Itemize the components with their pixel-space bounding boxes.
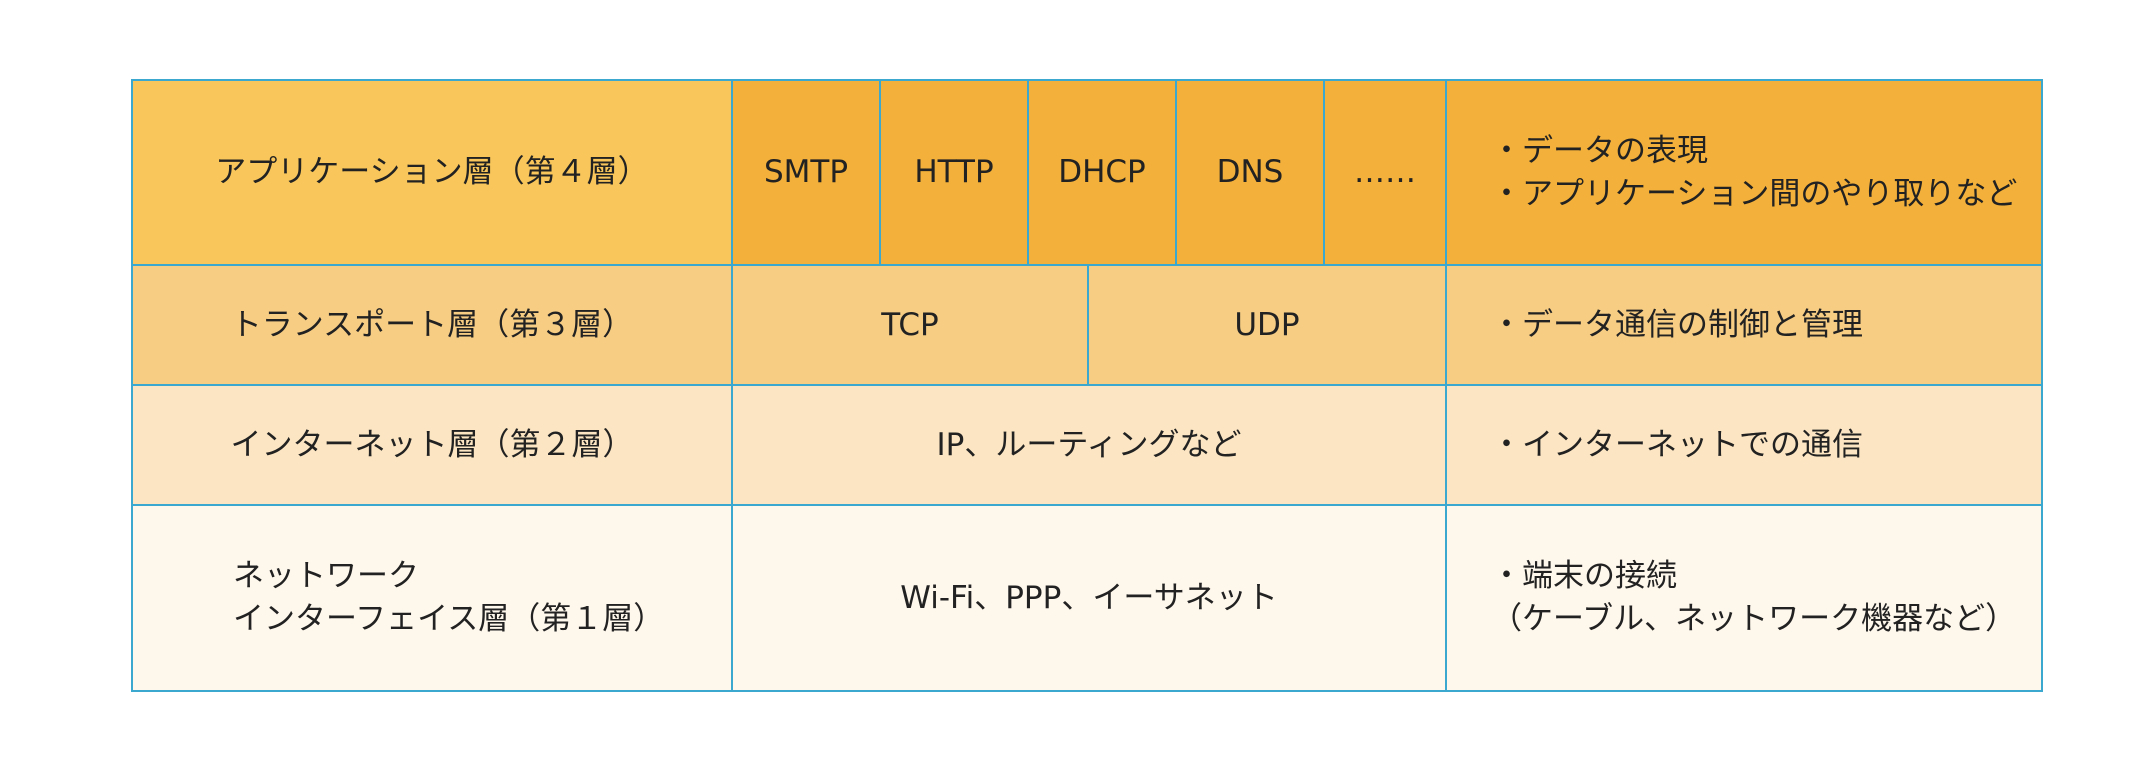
protocol-cell-smtp: SMTP xyxy=(731,79,881,266)
protocol-cell-ip: IP、ルーティングなど xyxy=(731,384,1447,506)
layer1-name-line-1: ネットワーク xyxy=(233,558,419,594)
layer1-description-cell: ・端末の接続 （ケーブル、ネットワーク機器など） xyxy=(1445,504,2043,692)
layer2-name-cell: インターネット層（第２層） xyxy=(131,384,733,506)
layer2-name: インターネット層（第２層） xyxy=(230,426,634,463)
protocol-ip: IP、ルーティングなど xyxy=(936,426,1242,463)
protocol-http: HTTP xyxy=(914,154,994,190)
layer1-name-line-2: インターフェイス層（第１層） xyxy=(233,601,665,637)
protocol-cell-link: Wi-Fi、PPP、イーサネット xyxy=(731,504,1447,692)
protocol-cell-udp: UDP xyxy=(1087,264,1447,386)
protocol-dns: DNS xyxy=(1216,154,1284,190)
protocol-dhcp: DHCP xyxy=(1058,154,1146,190)
protocol-udp: UDP xyxy=(1234,306,1300,343)
layer3-name-cell: トランスポート層（第３層） xyxy=(131,264,733,386)
layer4-description-cell: ・データの表現 ・アプリケーション間のやり取りなど xyxy=(1445,79,2043,266)
layer2-description-cell: ・インターネットでの通信 xyxy=(1445,384,2043,506)
protocol-tcp: TCP xyxy=(881,306,939,343)
protocol-cell-more: …… xyxy=(1323,79,1447,266)
layer3-description: ・データ通信の制御と管理 xyxy=(1491,306,1863,343)
tcpip-layer-table: アプリケーション層（第４層） SMTP HTTP DHCP DNS …… ・デー… xyxy=(131,79,2043,692)
layer4-name-cell: アプリケーション層（第４層） xyxy=(131,79,733,266)
layer4-description-line-2: ・アプリケーション間のやり取りなど xyxy=(1491,175,2018,212)
protocol-cell-tcp: TCP xyxy=(731,264,1089,386)
layer1-description-line-2: （ケーブル、ネットワーク機器など） xyxy=(1491,601,2017,637)
protocol-cell-http: HTTP xyxy=(879,79,1029,266)
protocol-cell-dhcp: DHCP xyxy=(1027,79,1177,266)
layer4-name: アプリケーション層（第４層） xyxy=(215,154,649,190)
layer3-name: トランスポート層（第３層） xyxy=(230,306,634,343)
layer1-description-line-1: ・端末の接続 xyxy=(1491,558,1677,594)
protocol-link: Wi-Fi、PPP、イーサネット xyxy=(900,579,1278,616)
layer1-name-cell: ネットワーク インターフェイス層（第１層） xyxy=(131,504,733,692)
protocol-smtp: SMTP xyxy=(763,154,849,190)
layer3-description-cell: ・データ通信の制御と管理 xyxy=(1445,264,2043,386)
layer4-description-line-1: ・データの表現 xyxy=(1491,132,1708,169)
layer2-description: ・インターネットでの通信 xyxy=(1491,426,1863,463)
protocol-cell-dns: DNS xyxy=(1175,79,1325,266)
protocol-more: …… xyxy=(1354,154,1416,190)
